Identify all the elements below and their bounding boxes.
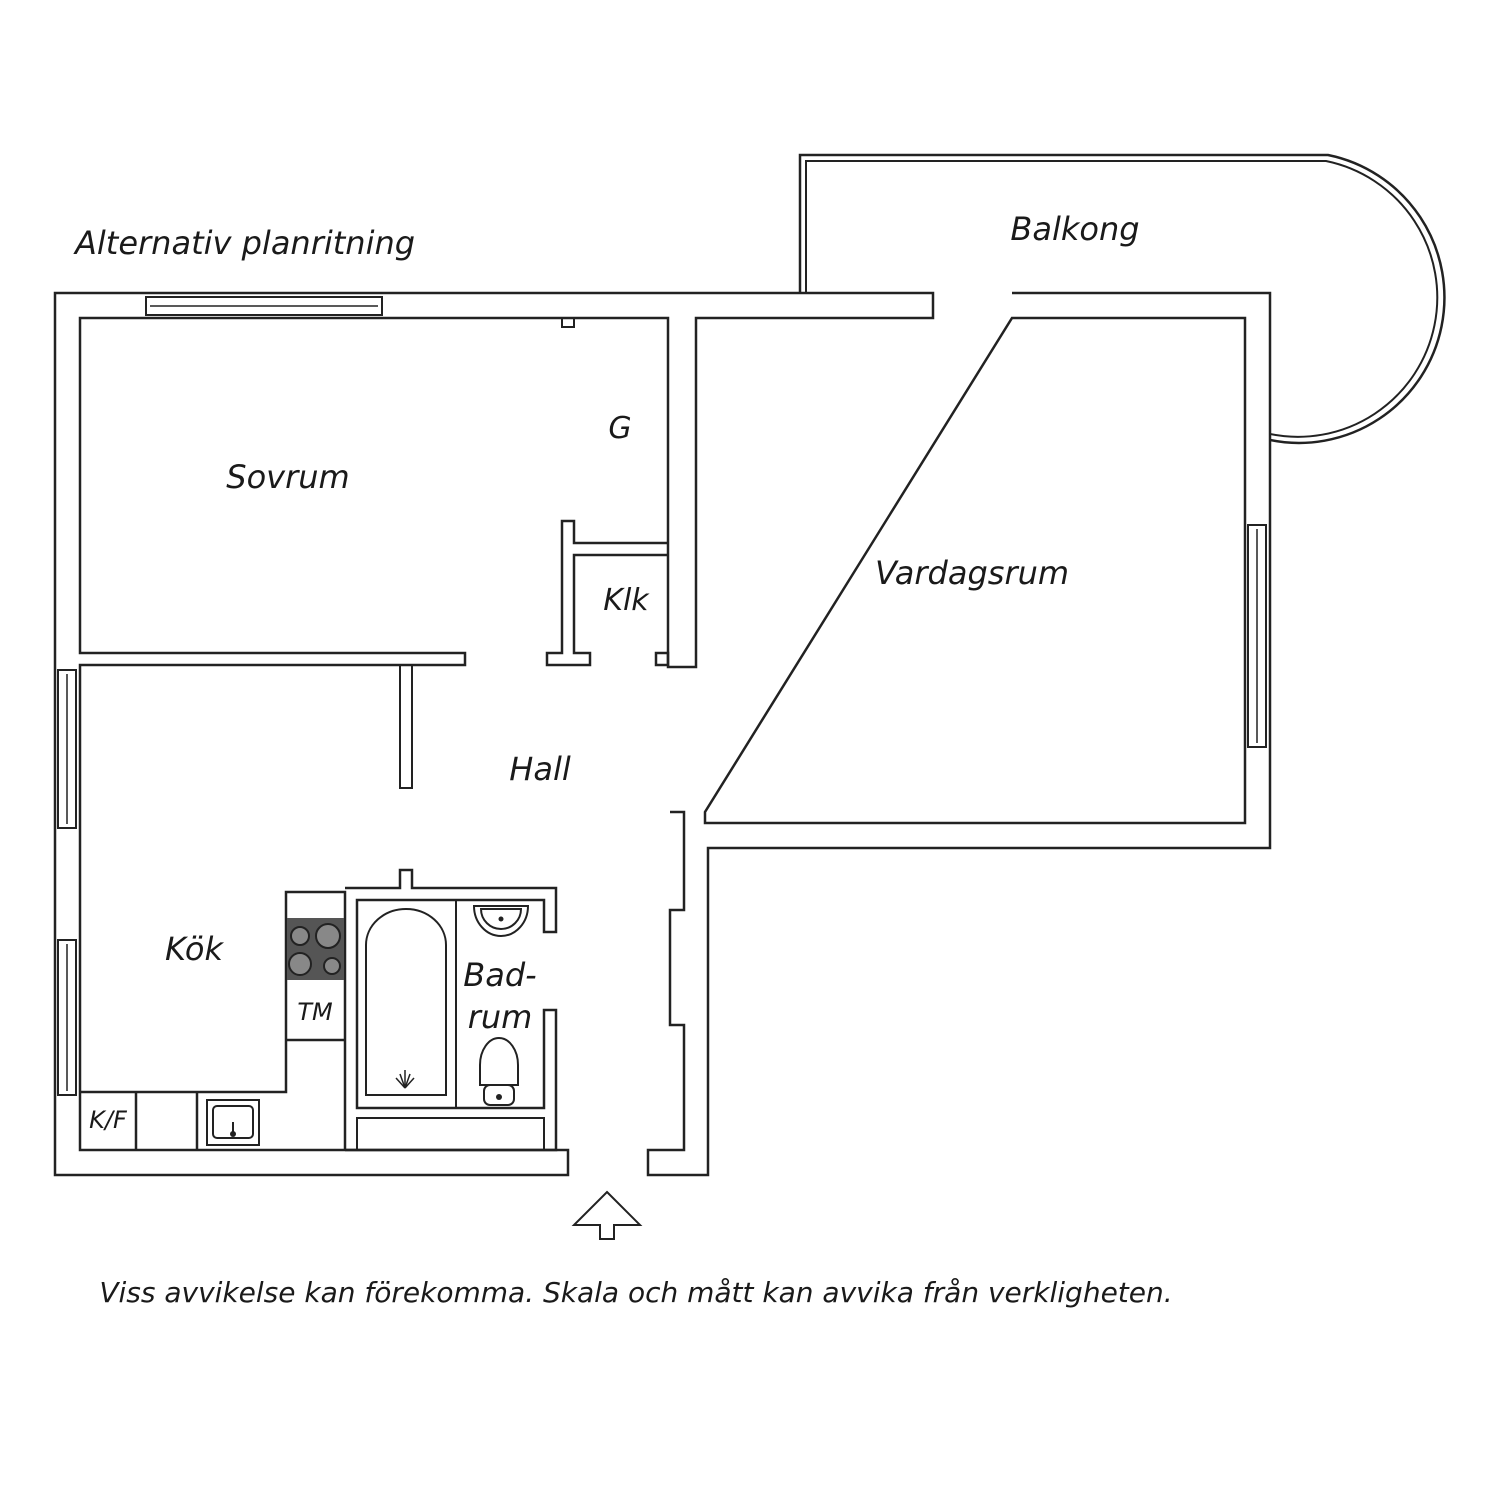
washbasin-bowl bbox=[479, 908, 523, 930]
room-label-hall: Hall bbox=[509, 750, 571, 788]
washbasin-drain bbox=[498, 916, 504, 922]
toilet-tank bbox=[483, 1084, 515, 1106]
wardrobe-wall bbox=[545, 519, 668, 667]
closet-wall-right bbox=[654, 651, 670, 667]
room-label-sovrum: Sovrum bbox=[226, 458, 349, 496]
balcony-outline bbox=[798, 153, 1446, 445]
kitchen-sink-basin bbox=[212, 1105, 254, 1139]
stove-burner bbox=[323, 957, 341, 975]
room-label-garderob: G bbox=[608, 411, 631, 446]
kitchen-sink-drain bbox=[230, 1131, 236, 1137]
stove-burner bbox=[290, 926, 310, 946]
washbasin-icon bbox=[472, 905, 530, 937]
bathtub-drain bbox=[395, 1070, 415, 1089]
hall-partition bbox=[399, 664, 413, 789]
room-label-vardagsrum: Vardagsrum bbox=[875, 554, 1069, 592]
outer-wall-right bbox=[646, 291, 1272, 1177]
kitchen-sink-icon bbox=[206, 1099, 260, 1146]
balcony-outline-inner bbox=[805, 160, 1439, 438]
room-label-badrum-line2: rum bbox=[468, 998, 533, 1036]
bathtub-icon bbox=[365, 908, 447, 1096]
plan-title: Alternativ planritning bbox=[73, 224, 415, 262]
bathroom-wall bbox=[345, 868, 558, 1152]
toilet-button bbox=[496, 1094, 502, 1100]
stove-burner bbox=[288, 952, 312, 976]
fixture-label-tm: TM bbox=[297, 998, 333, 1026]
room-label-klk: Klk bbox=[603, 583, 650, 618]
kitchen-counter bbox=[80, 890, 347, 1150]
room-label-kok: Kök bbox=[165, 930, 224, 968]
fixture-label-kf: K/F bbox=[89, 1106, 128, 1134]
toilet-icon bbox=[479, 1037, 519, 1086]
bedroom-notch bbox=[561, 317, 575, 328]
outer-wall bbox=[53, 291, 935, 1177]
bathroom-cabinet bbox=[356, 1117, 545, 1151]
room-label-badrum-line1: Bad- bbox=[463, 956, 536, 994]
stove-burner bbox=[315, 923, 341, 949]
entrance-arrow-icon bbox=[571, 1190, 643, 1240]
disclaimer-text: Viss avvikelse kan förekomma. Skala och … bbox=[99, 1276, 1172, 1309]
room-label-balkong: Balkong bbox=[1010, 210, 1139, 248]
